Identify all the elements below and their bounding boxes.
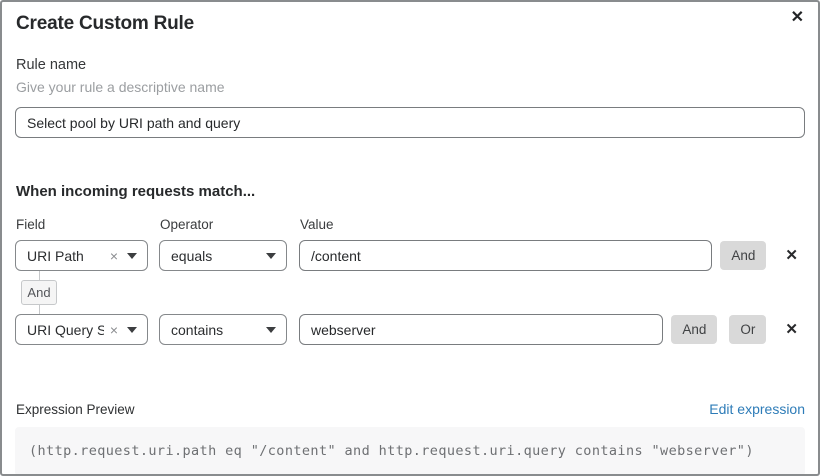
chevron-down-icon <box>266 252 276 259</box>
chevron-down-icon <box>127 252 137 259</box>
chevron-down-icon <box>266 326 276 333</box>
row-connector: And <box>21 271 57 314</box>
rule-name-label: Rule name <box>16 57 87 73</box>
value-input-2[interactable] <box>299 314 664 345</box>
and-button-row-1[interactable]: And <box>720 241 767 270</box>
connector-line-bottom <box>38 305 40 314</box>
close-icon: ✕ <box>790 9 804 26</box>
field-column-label: Field <box>16 217 46 232</box>
clear-icon[interactable]: × <box>109 321 118 338</box>
expression-preview-header: Expression Preview Edit expression <box>15 401 805 417</box>
field-select-1[interactable]: URI Path × <box>15 240 148 271</box>
value-input-1[interactable] <box>299 240 713 271</box>
remove-row-2-button[interactable]: ✕ <box>785 322 798 337</box>
matcher-heading: When incoming requests match... <box>16 183 256 200</box>
remove-row-1-button[interactable]: ✕ <box>785 248 798 263</box>
dialog-title: Create Custom Rule <box>16 13 194 34</box>
and-button-row-2[interactable]: And <box>671 315 718 344</box>
field-select-1-value: URI Path <box>27 247 84 264</box>
operator-select-1-value: equals <box>171 247 213 264</box>
remove-icon: ✕ <box>785 321 798 338</box>
field-select-2[interactable]: URI Query St... × <box>15 314 148 345</box>
rule-name-helper: Give your rule a descriptive name <box>16 79 225 95</box>
or-button-row-2[interactable]: Or <box>729 315 767 344</box>
close-button[interactable]: ✕ <box>789 8 806 28</box>
matcher-row-2: URI Query St... × contains And Or ✕ <box>15 314 805 345</box>
operator-column-label: Operator <box>160 217 214 232</box>
expression-preview-label: Expression Preview <box>16 402 135 417</box>
operator-select-2[interactable]: contains <box>159 314 287 345</box>
clear-icon[interactable]: × <box>109 247 118 264</box>
matcher-column-labels: Field Operator Value <box>16 217 805 232</box>
chevron-down-icon <box>127 326 137 333</box>
connector-line-top <box>38 271 40 280</box>
operator-select-1[interactable]: equals <box>159 240 287 271</box>
edit-expression-link[interactable]: Edit expression <box>709 401 805 417</box>
operator-select-2-value: contains <box>171 321 224 338</box>
expression-code: (http.request.uri.path eq "/content" and… <box>15 427 805 474</box>
matcher-row-1: URI Path × equals And ✕ <box>15 240 805 271</box>
remove-icon: ✕ <box>785 247 798 264</box>
value-column-label: Value <box>300 217 334 232</box>
connector-and-chip[interactable]: And <box>21 280 57 305</box>
rule-name-input[interactable] <box>15 107 805 138</box>
field-select-2-value: URI Query St... <box>27 321 104 338</box>
